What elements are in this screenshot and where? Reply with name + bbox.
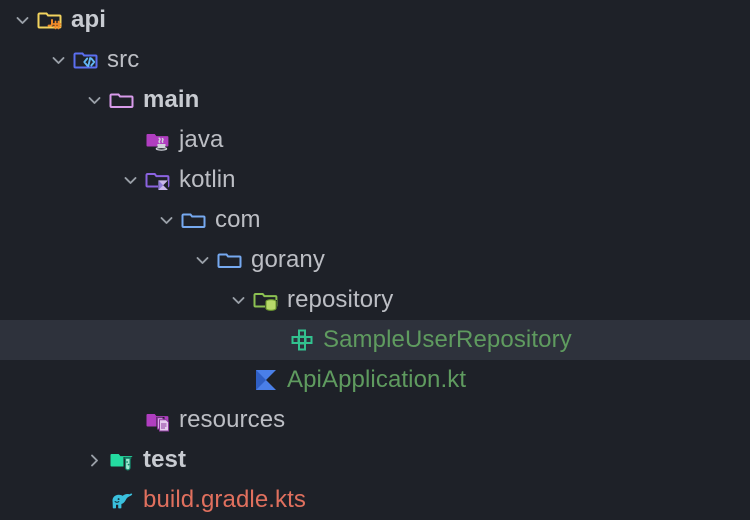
indent-spacer: [0, 180, 116, 181]
tree-row-label: test: [143, 446, 187, 473]
tree-row[interactable]: src: [0, 40, 750, 80]
folder-icon: [108, 80, 136, 120]
tree-row[interactable]: ApiApplication.kt: [0, 360, 750, 400]
tree-row-label: resources: [179, 406, 286, 433]
kotlin-interface-icon: [288, 320, 316, 360]
tree-row[interactable]: kotlin: [0, 160, 750, 200]
chevron-down-icon[interactable]: [224, 280, 252, 320]
indent-spacer: [0, 380, 224, 381]
twisty-placeholder: [80, 480, 108, 520]
tree-row[interactable]: api: [0, 0, 750, 40]
tree-row-label: repository: [287, 286, 394, 313]
indent-spacer: [0, 340, 260, 341]
tree-row[interactable]: repository: [0, 280, 750, 320]
twisty-placeholder: [116, 400, 144, 440]
chevron-down-icon[interactable]: [188, 240, 216, 280]
kotlin-source-root-icon: [144, 160, 172, 200]
repository-folder-icon: [252, 280, 280, 320]
chevron-right-icon[interactable]: [80, 440, 108, 480]
tree-row[interactable]: test: [0, 440, 750, 480]
tree-row-label: src: [107, 46, 140, 73]
tree-row-label: gorany: [251, 246, 325, 273]
chevron-down-icon[interactable]: [80, 80, 108, 120]
indent-spacer: [0, 140, 116, 141]
indent-spacer: [0, 100, 80, 101]
tree-row[interactable]: java: [0, 120, 750, 160]
tree-row-label: build.gradle.kts: [143, 486, 307, 513]
package-folder-icon: [180, 200, 208, 240]
chevron-down-icon[interactable]: [116, 160, 144, 200]
tree-row-label: main: [143, 86, 200, 113]
java-source-root-icon: [144, 120, 172, 160]
test-root-icon: [108, 440, 136, 480]
tree-row-label: com: [215, 206, 261, 233]
indent-spacer: [0, 20, 8, 21]
tree-row[interactable]: SampleUserRepository: [0, 320, 750, 360]
tree-row-label: api: [71, 6, 106, 33]
indent-spacer: [0, 420, 116, 421]
chevron-down-icon[interactable]: [152, 200, 180, 240]
tree-row-label: ApiApplication.kt: [287, 366, 467, 393]
indent-spacer: [0, 460, 80, 461]
tree-row-label: SampleUserRepository: [323, 326, 572, 353]
tree-row-label: kotlin: [179, 166, 236, 193]
indent-spacer: [0, 60, 44, 61]
chevron-down-icon[interactable]: [44, 40, 72, 80]
tree-row[interactable]: main: [0, 80, 750, 120]
indent-spacer: [0, 220, 152, 221]
twisty-placeholder: [260, 320, 288, 360]
resources-root-icon: [144, 400, 172, 440]
tree-row-label: java: [179, 126, 224, 153]
chevron-down-icon[interactable]: [8, 0, 36, 40]
tree-row[interactable]: resources: [0, 400, 750, 440]
tree-row[interactable]: gorany: [0, 240, 750, 280]
indent-spacer: [0, 500, 80, 501]
package-folder-icon: [216, 240, 244, 280]
tree-row[interactable]: com: [0, 200, 750, 240]
indent-spacer: [0, 300, 224, 301]
indent-spacer: [0, 260, 188, 261]
module-folder-icon: [36, 0, 64, 40]
gradle-file-icon: [108, 480, 136, 520]
twisty-placeholder: [116, 120, 144, 160]
kotlin-file-icon: [252, 360, 280, 400]
twisty-placeholder: [224, 360, 252, 400]
tree-row[interactable]: build.gradle.kts: [0, 480, 750, 520]
source-folder-icon: [72, 40, 100, 80]
